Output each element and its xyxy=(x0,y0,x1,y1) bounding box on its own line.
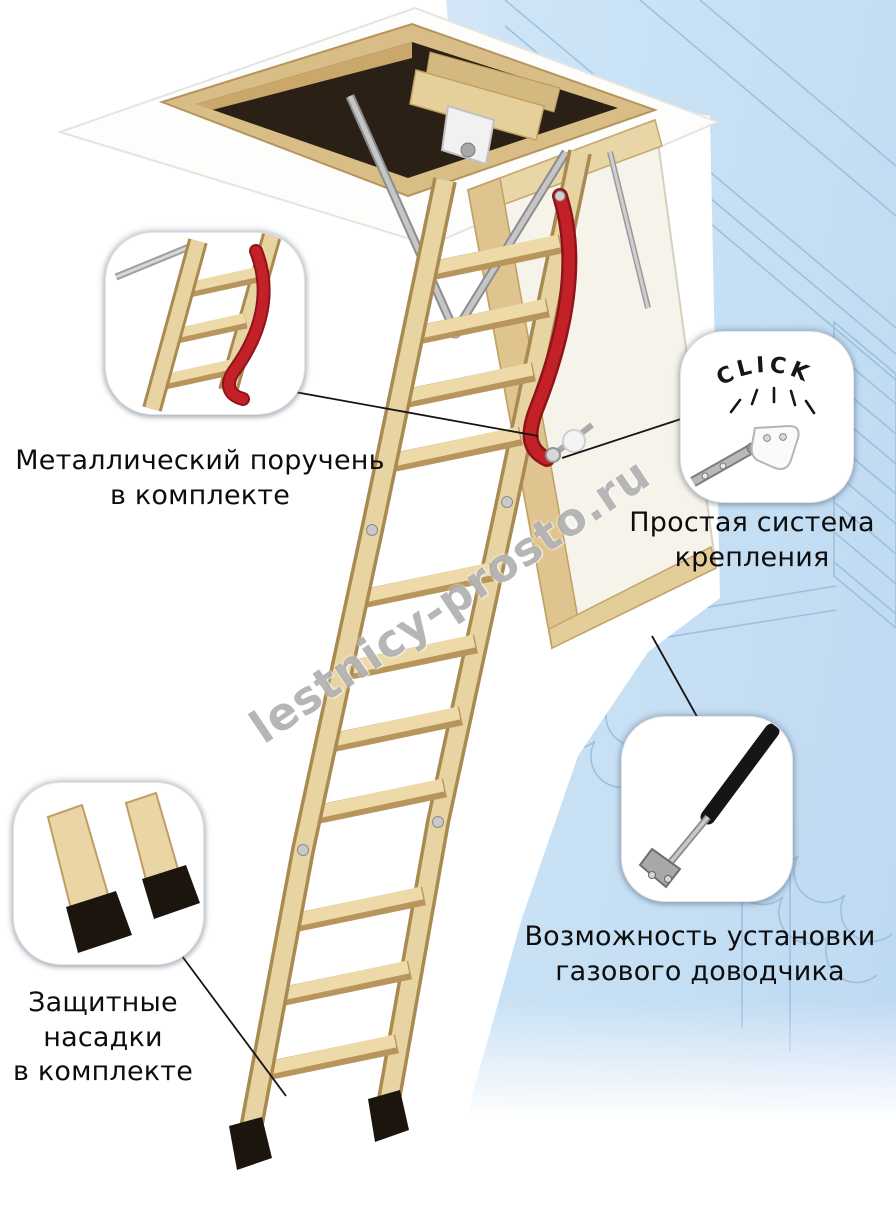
protective-caps-icon xyxy=(46,791,200,953)
leader-feet xyxy=(175,947,287,1097)
protective-foot-cap xyxy=(368,1090,409,1142)
protective-cap xyxy=(66,891,132,953)
gas-strut-icon xyxy=(638,717,786,889)
ladder-step xyxy=(411,298,550,346)
handrail-detail-callout xyxy=(105,232,305,415)
protective-foot-cap xyxy=(229,1117,272,1170)
fastening-hardware xyxy=(545,422,594,463)
handrail-label: Металлический поручень в комплекте xyxy=(15,445,385,511)
ladder-step xyxy=(397,362,536,410)
handrail-bolt xyxy=(554,190,566,202)
mechanism-bracket xyxy=(440,104,496,166)
ladder-step xyxy=(339,634,478,682)
protective-cap xyxy=(142,865,200,919)
mechanism-pivot xyxy=(460,142,476,158)
door-bottom-edge xyxy=(548,545,717,650)
fastening-detail-callout: CLICK xyxy=(680,331,854,503)
feet-label: Защитные насадки в комплекте xyxy=(12,987,194,1088)
ladder-step xyxy=(384,426,523,474)
fastening-label: Простая система крепления xyxy=(629,507,875,573)
gas-strut-detail-callout xyxy=(621,716,793,902)
leader-handrail xyxy=(294,391,539,437)
fold-hinge xyxy=(297,844,309,856)
feet-detail-callout xyxy=(13,782,204,965)
ladder-step xyxy=(287,886,426,934)
ladder-steps xyxy=(260,234,563,1082)
folded-section-lower xyxy=(409,69,545,141)
fold-hinge xyxy=(501,496,513,508)
leader-fastening xyxy=(561,417,685,459)
fold-hinge xyxy=(432,816,444,828)
plastic-catch xyxy=(750,424,800,470)
ladder-step xyxy=(424,234,563,282)
catch-pivot xyxy=(545,447,561,463)
hatch-inner-edge xyxy=(196,42,412,110)
ladder-step xyxy=(260,1034,399,1082)
folding-mechanism xyxy=(345,94,651,339)
click-rays xyxy=(729,386,816,415)
handrail-detail-icon xyxy=(114,233,282,412)
ladder-step xyxy=(308,778,447,826)
fold-hinge xyxy=(366,524,378,536)
folded-section-upper xyxy=(425,51,561,113)
ladder-step xyxy=(273,960,412,1008)
catch-knob xyxy=(562,429,586,453)
gas-strut-label: Возможность установки газового доводчика xyxy=(524,921,876,987)
ladder-step xyxy=(355,562,494,610)
ladder-step xyxy=(324,706,463,754)
folding-ladder xyxy=(229,149,592,1170)
leader-lines xyxy=(175,391,701,1097)
metal-handrail xyxy=(522,188,578,467)
click-text: CLICK xyxy=(713,353,816,391)
click-mechanism-icon: CLICK xyxy=(690,353,816,487)
leader-gas-strut xyxy=(651,635,701,723)
